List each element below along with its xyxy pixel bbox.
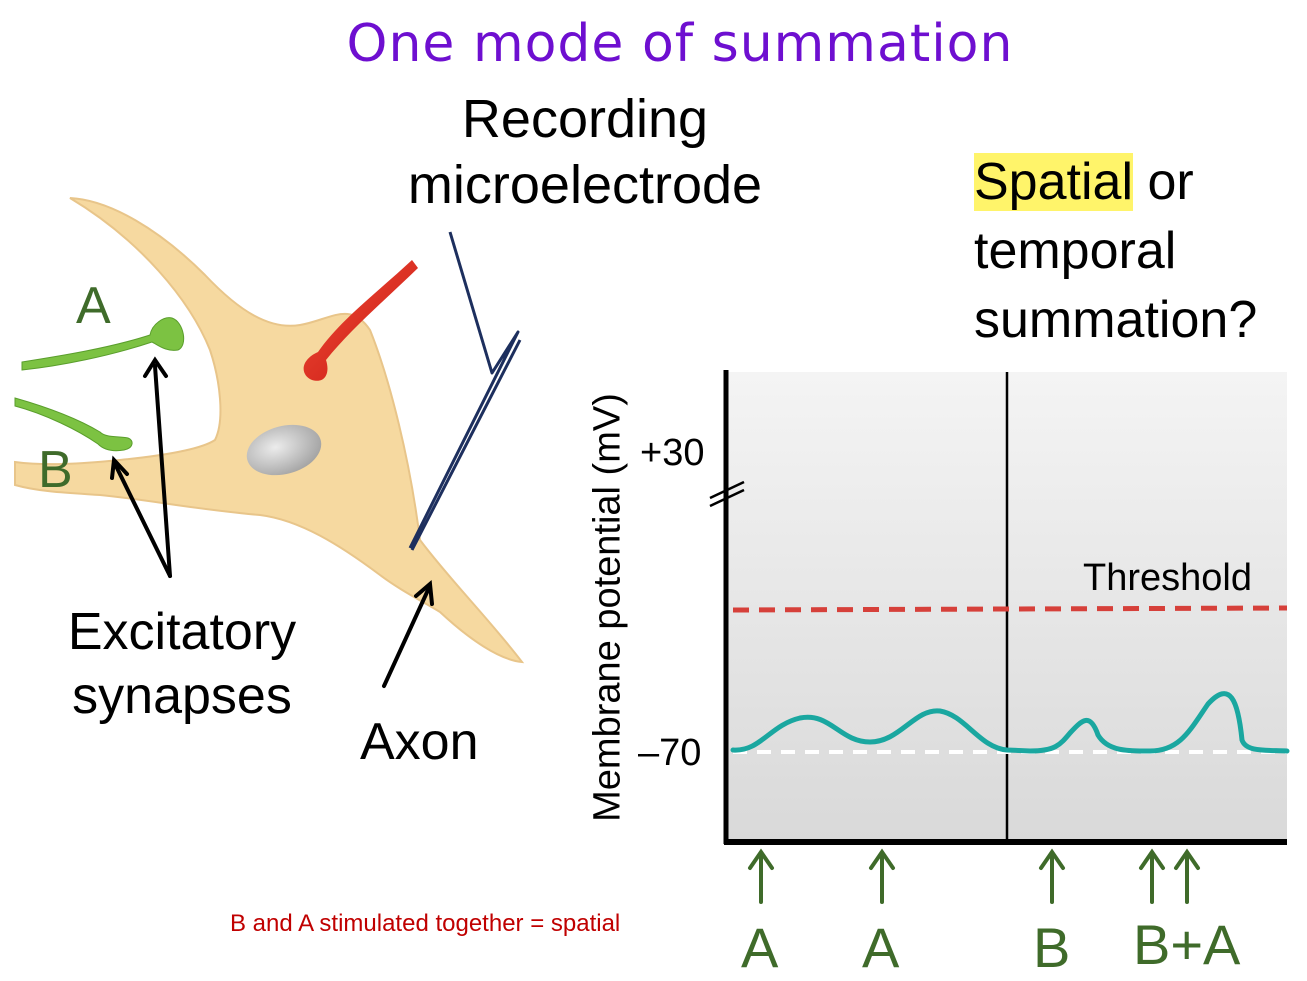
threshold-line	[732, 605, 1288, 613]
question-text: Spatial or temporal summation?	[974, 148, 1257, 355]
red-axon-terminal	[303, 260, 418, 381]
excitatory-line1: Excitatory	[67, 603, 297, 661]
axis-break-2	[709, 488, 745, 508]
recording-label-line2: microelectrode	[407, 155, 763, 215]
stimulus-label-2: A	[862, 916, 900, 979]
stimulus-arrows	[748, 848, 1200, 904]
stimulus-label-4: B+A	[1133, 913, 1241, 976]
y-axis-label: Membrane potential (mV)	[586, 393, 629, 822]
synapse-b	[14, 397, 133, 452]
spatial-highlight: Spatial	[974, 153, 1133, 211]
slide-title: One mode of summation	[346, 14, 1014, 74]
axon-label: Axon	[360, 713, 479, 771]
potential-trace	[730, 691, 1290, 754]
microelectrode	[408, 231, 522, 551]
stimulus-label-1: A	[741, 916, 779, 979]
synapse-label-b: B	[38, 441, 73, 499]
neuron-body	[14, 197, 525, 664]
threshold-label: Threshold	[1083, 557, 1252, 599]
graph-panel-left	[726, 372, 1006, 840]
excitatory-synapses-label: Excitatory synapses	[40, 600, 324, 728]
graph-panel-right	[1008, 372, 1287, 840]
axis-break-1	[709, 480, 745, 500]
question-or: or	[1133, 153, 1194, 211]
tick-plus30: +30	[640, 432, 705, 474]
question-line2: temporal	[974, 222, 1177, 280]
excitatory-line2: synapses	[72, 667, 292, 725]
question-line3: summation?	[974, 291, 1258, 349]
synapse-arrows	[110, 356, 434, 688]
synapse-a	[21, 317, 185, 371]
nucleus	[246, 424, 322, 476]
recording-label-line1: Recording	[461, 89, 709, 149]
tick-minus70: –70	[638, 732, 702, 774]
synapse-label-a: A	[76, 277, 111, 335]
stimulus-label-3: B	[1033, 916, 1071, 979]
spatial-note: B and A stimulated together = spatial	[230, 910, 621, 937]
